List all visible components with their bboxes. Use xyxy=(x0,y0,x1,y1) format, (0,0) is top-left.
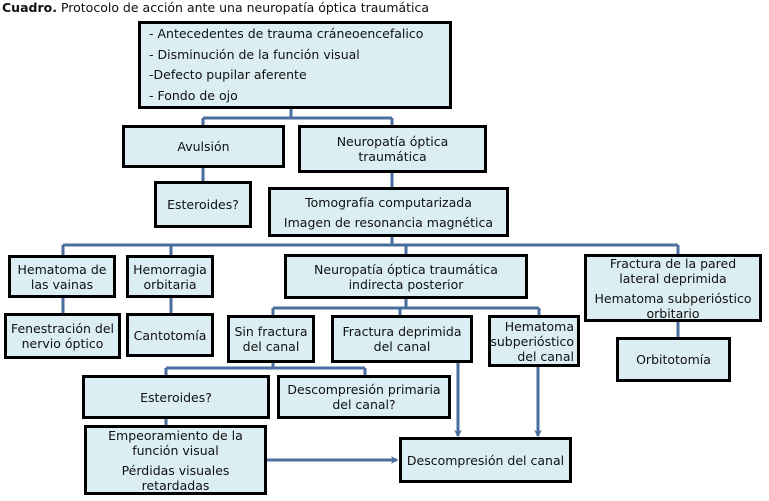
node-esteroides-avulsion: Esteroides? xyxy=(154,181,252,228)
node-label: orbitario xyxy=(646,305,700,321)
node-label: Hemorragia xyxy=(133,261,207,277)
node-label: función visual xyxy=(132,442,219,458)
node-sin-fractura: Sin fractura del canal xyxy=(227,315,315,363)
node-label: Esteroides? xyxy=(167,197,239,212)
node-hematoma-vainas: Hematoma de las vainas xyxy=(8,255,116,298)
node-cantotomia: Cantotomía xyxy=(126,313,214,357)
sign-pupillary-defect: -Defecto pupilar aferente xyxy=(149,67,307,82)
node-fractura-deprimida: Fractura deprimida del canal xyxy=(331,315,473,363)
node-label: las vainas xyxy=(30,276,94,292)
node-descompresion-primaria: Descompresión primaria del canal? xyxy=(277,375,451,419)
connector-indirecta xyxy=(271,298,541,316)
title-label: Cuadro. xyxy=(2,0,57,15)
node-label: Descompresión del canal xyxy=(406,452,565,468)
connector-sin-fractura xyxy=(164,362,367,376)
node-label: Cantotomía xyxy=(133,327,207,343)
node-label: Pérdidas visuales xyxy=(121,462,230,478)
node-label: Avulsión xyxy=(177,139,230,154)
connector-root xyxy=(201,108,394,127)
node-label: traumática xyxy=(358,149,427,164)
node-label: del canal xyxy=(517,348,574,364)
node-label: Imagen de resonancia magnética xyxy=(283,214,494,230)
diagram-title: Cuadro. Protocolo de acción ante una neu… xyxy=(2,0,429,15)
node-label: Fractura de la pared xyxy=(609,255,737,271)
node-label: orbitaria xyxy=(143,276,197,292)
node-avulsion: Avulsión xyxy=(122,125,285,168)
node-label: Fractura deprimida xyxy=(342,324,462,339)
node-hematoma-canal: Hematoma subperióstico del canal xyxy=(488,315,580,367)
node-label: Hematoma subperióstico xyxy=(594,290,752,306)
node-label: del canal xyxy=(242,339,300,354)
node-label: Orbitotomía xyxy=(636,352,711,367)
node-label: Esteroides? xyxy=(140,389,212,405)
node-fractura-pared-lateral: Fractura de la pared lateral deprimida H… xyxy=(584,254,762,322)
node-label: del canal xyxy=(373,339,431,354)
node-label: Sin fractura xyxy=(234,324,308,339)
node-imaging: Tomografía computarizada Imagen de reson… xyxy=(268,187,509,237)
node-indirecta-posterior: Neuropatía óptica traumática indirecta p… xyxy=(284,254,528,299)
title-text: Protocolo de acción ante una neuropatía … xyxy=(56,0,430,15)
node-label: subperióstico xyxy=(490,333,574,349)
node-label: Neuropatía óptica traumática xyxy=(314,261,498,277)
sign-vision-loss: - Disminución de la función visual xyxy=(149,46,360,62)
node-label: Descompresión primaria xyxy=(287,382,441,397)
node-label: Hematoma de xyxy=(17,261,107,277)
node-esteroides-sin-fractura: Esteroides? xyxy=(82,375,270,419)
node-label: lateral deprimida xyxy=(619,270,727,286)
node-label: Tomografía computarizada xyxy=(305,194,472,210)
node-neuropatia-traumatica: Neuropatía óptica traumática xyxy=(298,125,487,173)
node-label: Neuropatía óptica xyxy=(336,134,449,149)
node-fenestracion: Fenestración del nervio óptico xyxy=(4,313,121,359)
node-label: del canal? xyxy=(332,397,396,412)
node-label: Empeoramiento de la xyxy=(108,427,243,443)
node-empeoramiento: Empeoramiento de la función visual Pérdi… xyxy=(84,425,267,495)
sign-trauma: - Antecedentes de trauma cráneoencefalic… xyxy=(149,26,424,41)
node-label: Hematoma xyxy=(504,318,574,334)
node-label: retardadas xyxy=(141,477,210,493)
node-label: indirecta posterior xyxy=(348,276,464,292)
node-descompresion-canal: Descompresión del canal xyxy=(399,437,572,483)
sign-fundus: - Fondo de ojo xyxy=(149,87,238,103)
connector-imagen xyxy=(61,236,680,256)
node-clinical-signs: - Antecedentes de trauma cráneoencefalic… xyxy=(138,21,452,109)
node-hemorragia: Hemorragia orbitaria xyxy=(126,255,214,298)
node-orbitotomia: Orbitotomía xyxy=(616,337,731,382)
node-label: nervio óptico xyxy=(21,336,104,351)
node-label: Fenestración del xyxy=(10,321,114,336)
